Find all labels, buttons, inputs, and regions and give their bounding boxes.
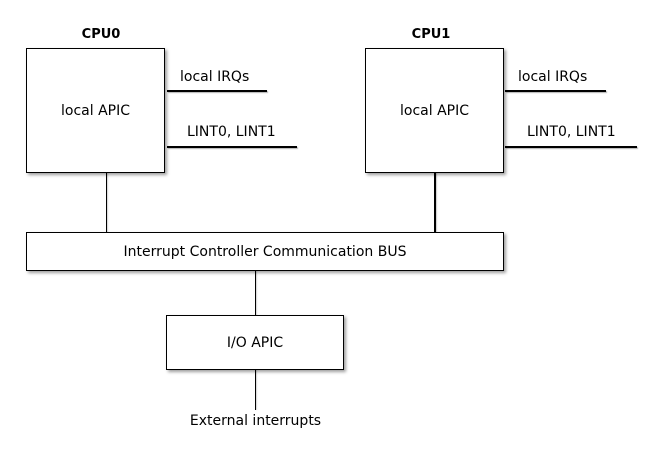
interrupt-bus-label: Interrupt Controller Communication BUS — [123, 243, 407, 260]
connector-cpu0-to-bus — [105, 173, 107, 233]
cpu1-lint-line — [505, 146, 637, 148]
interrupt-bus-box: Interrupt Controller Communication BUS — [26, 232, 504, 271]
io-apic-box: I/O APIC — [166, 315, 344, 370]
cpu0-local-apic-box: local APIC — [26, 48, 165, 173]
connector-bus-to-ioapic — [254, 271, 256, 316]
cpu0-title: CPU0 — [81, 27, 121, 42]
cpu0-local-irqs-label: local IRQs — [180, 69, 250, 85]
connector-cpu1-to-bus — [434, 173, 436, 233]
cpu1-lint-label: LINT0, LINT1 — [527, 124, 616, 140]
io-apic-label: I/O APIC — [226, 334, 284, 351]
connector-ioapic-to-external — [254, 370, 256, 410]
cpu1-local-irqs-label: local IRQs — [518, 69, 588, 85]
cpu0-local-irqs-line — [167, 90, 267, 92]
cpu1-local-irqs-line — [505, 90, 606, 92]
cpu0-lint-line — [167, 146, 297, 148]
cpu0-local-apic-label: local APIC — [61, 102, 130, 119]
cpu0-lint-label: LINT0, LINT1 — [187, 124, 276, 140]
external-interrupts-label: External interrupts — [189, 413, 322, 429]
cpu1-local-apic-box: local APIC — [365, 48, 504, 173]
cpu1-title: CPU1 — [411, 27, 451, 42]
cpu1-local-apic-label: local APIC — [400, 102, 469, 119]
